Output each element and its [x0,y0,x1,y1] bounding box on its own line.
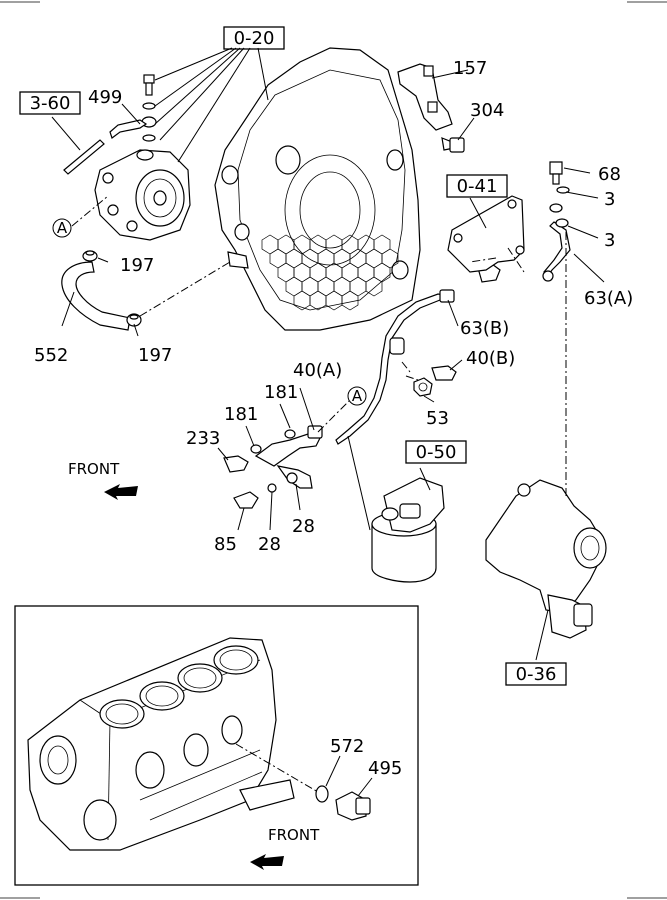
sensor-495 [335,791,371,821]
cylinder-block [27,637,295,851]
label-499: 499 [88,87,122,108]
label-68: 68 [598,164,621,185]
svg-text:3-60: 3-60 [30,93,71,114]
svg-text:0-36: 0-36 [516,664,557,685]
leader-lines-middle [217,359,549,661]
label-197-lower: 197 [138,345,172,366]
leader-lines-top [51,47,605,498]
label-40b: 40(B) [466,348,515,369]
label-3-upper: 3 [604,189,615,210]
marker-a-pipe: A [347,386,367,406]
banjo-group [223,425,323,509]
label-40a: 40(A) [293,360,342,381]
pipe-3-60 [63,139,105,175]
banjo-bolt-stack [141,74,157,142]
bracket-0-41 [447,195,525,273]
bolt-304 [441,137,465,153]
bracket-157 [397,63,453,131]
label-28-right: 28 [292,516,315,537]
svg-text:0-50: 0-50 [416,442,457,463]
label-63b: 63(B) [460,318,509,339]
label-304: 304 [470,100,504,121]
label-181-right: 181 [264,382,298,403]
clamp-197-lower [126,313,142,327]
gasket-572 [315,785,329,803]
ref-box-0-50: 0-50 [405,440,467,464]
svg-text:0-41: 0-41 [457,176,498,197]
clamp-197-upper [82,250,98,262]
front-indicator-top: FRONT [68,460,138,500]
label-53: 53 [426,408,449,429]
flywheel-housing [214,47,421,331]
label-233: 233 [186,428,220,449]
label-157: 157 [453,58,487,79]
svg-text:FRONT: FRONT [68,460,120,478]
label-572: 572 [330,736,364,757]
turbocharger [485,479,607,639]
inset-panel: 572 495 FRONT [14,605,419,886]
label-197-upper: 197 [120,255,154,276]
front-arrow-icon [104,484,138,500]
svg-text:0-20: 0-20 [234,28,275,49]
front-indicator-bottom: FRONT [250,826,320,870]
svg-text:FRONT: FRONT [268,826,320,844]
nut-53 [413,377,433,397]
ref-box-0-41: 0-41 [446,174,508,198]
label-85: 85 [214,534,237,555]
svg-text:A: A [57,219,68,237]
front-arrow-icon [250,854,284,870]
ref-box-3-60: 3-60 [19,91,81,115]
pipe-clamp-40b [389,337,457,381]
oil-pipe-63a [542,161,571,282]
vacuum-pump [94,149,191,241]
ref-box-0-36: 0-36 [505,662,567,686]
hose-499 [109,119,148,139]
marker-a-pump: A [52,218,72,238]
svg-text:A: A [352,387,363,405]
oil-filter [371,477,445,583]
label-552: 552 [34,345,68,366]
label-495: 495 [368,758,402,779]
label-28-left: 28 [258,534,281,555]
label-181-left: 181 [224,404,258,425]
label-3-lower: 3 [604,230,615,251]
ref-box-0-20: 0-20 [223,26,285,50]
label-63a: 63(A) [584,288,633,309]
